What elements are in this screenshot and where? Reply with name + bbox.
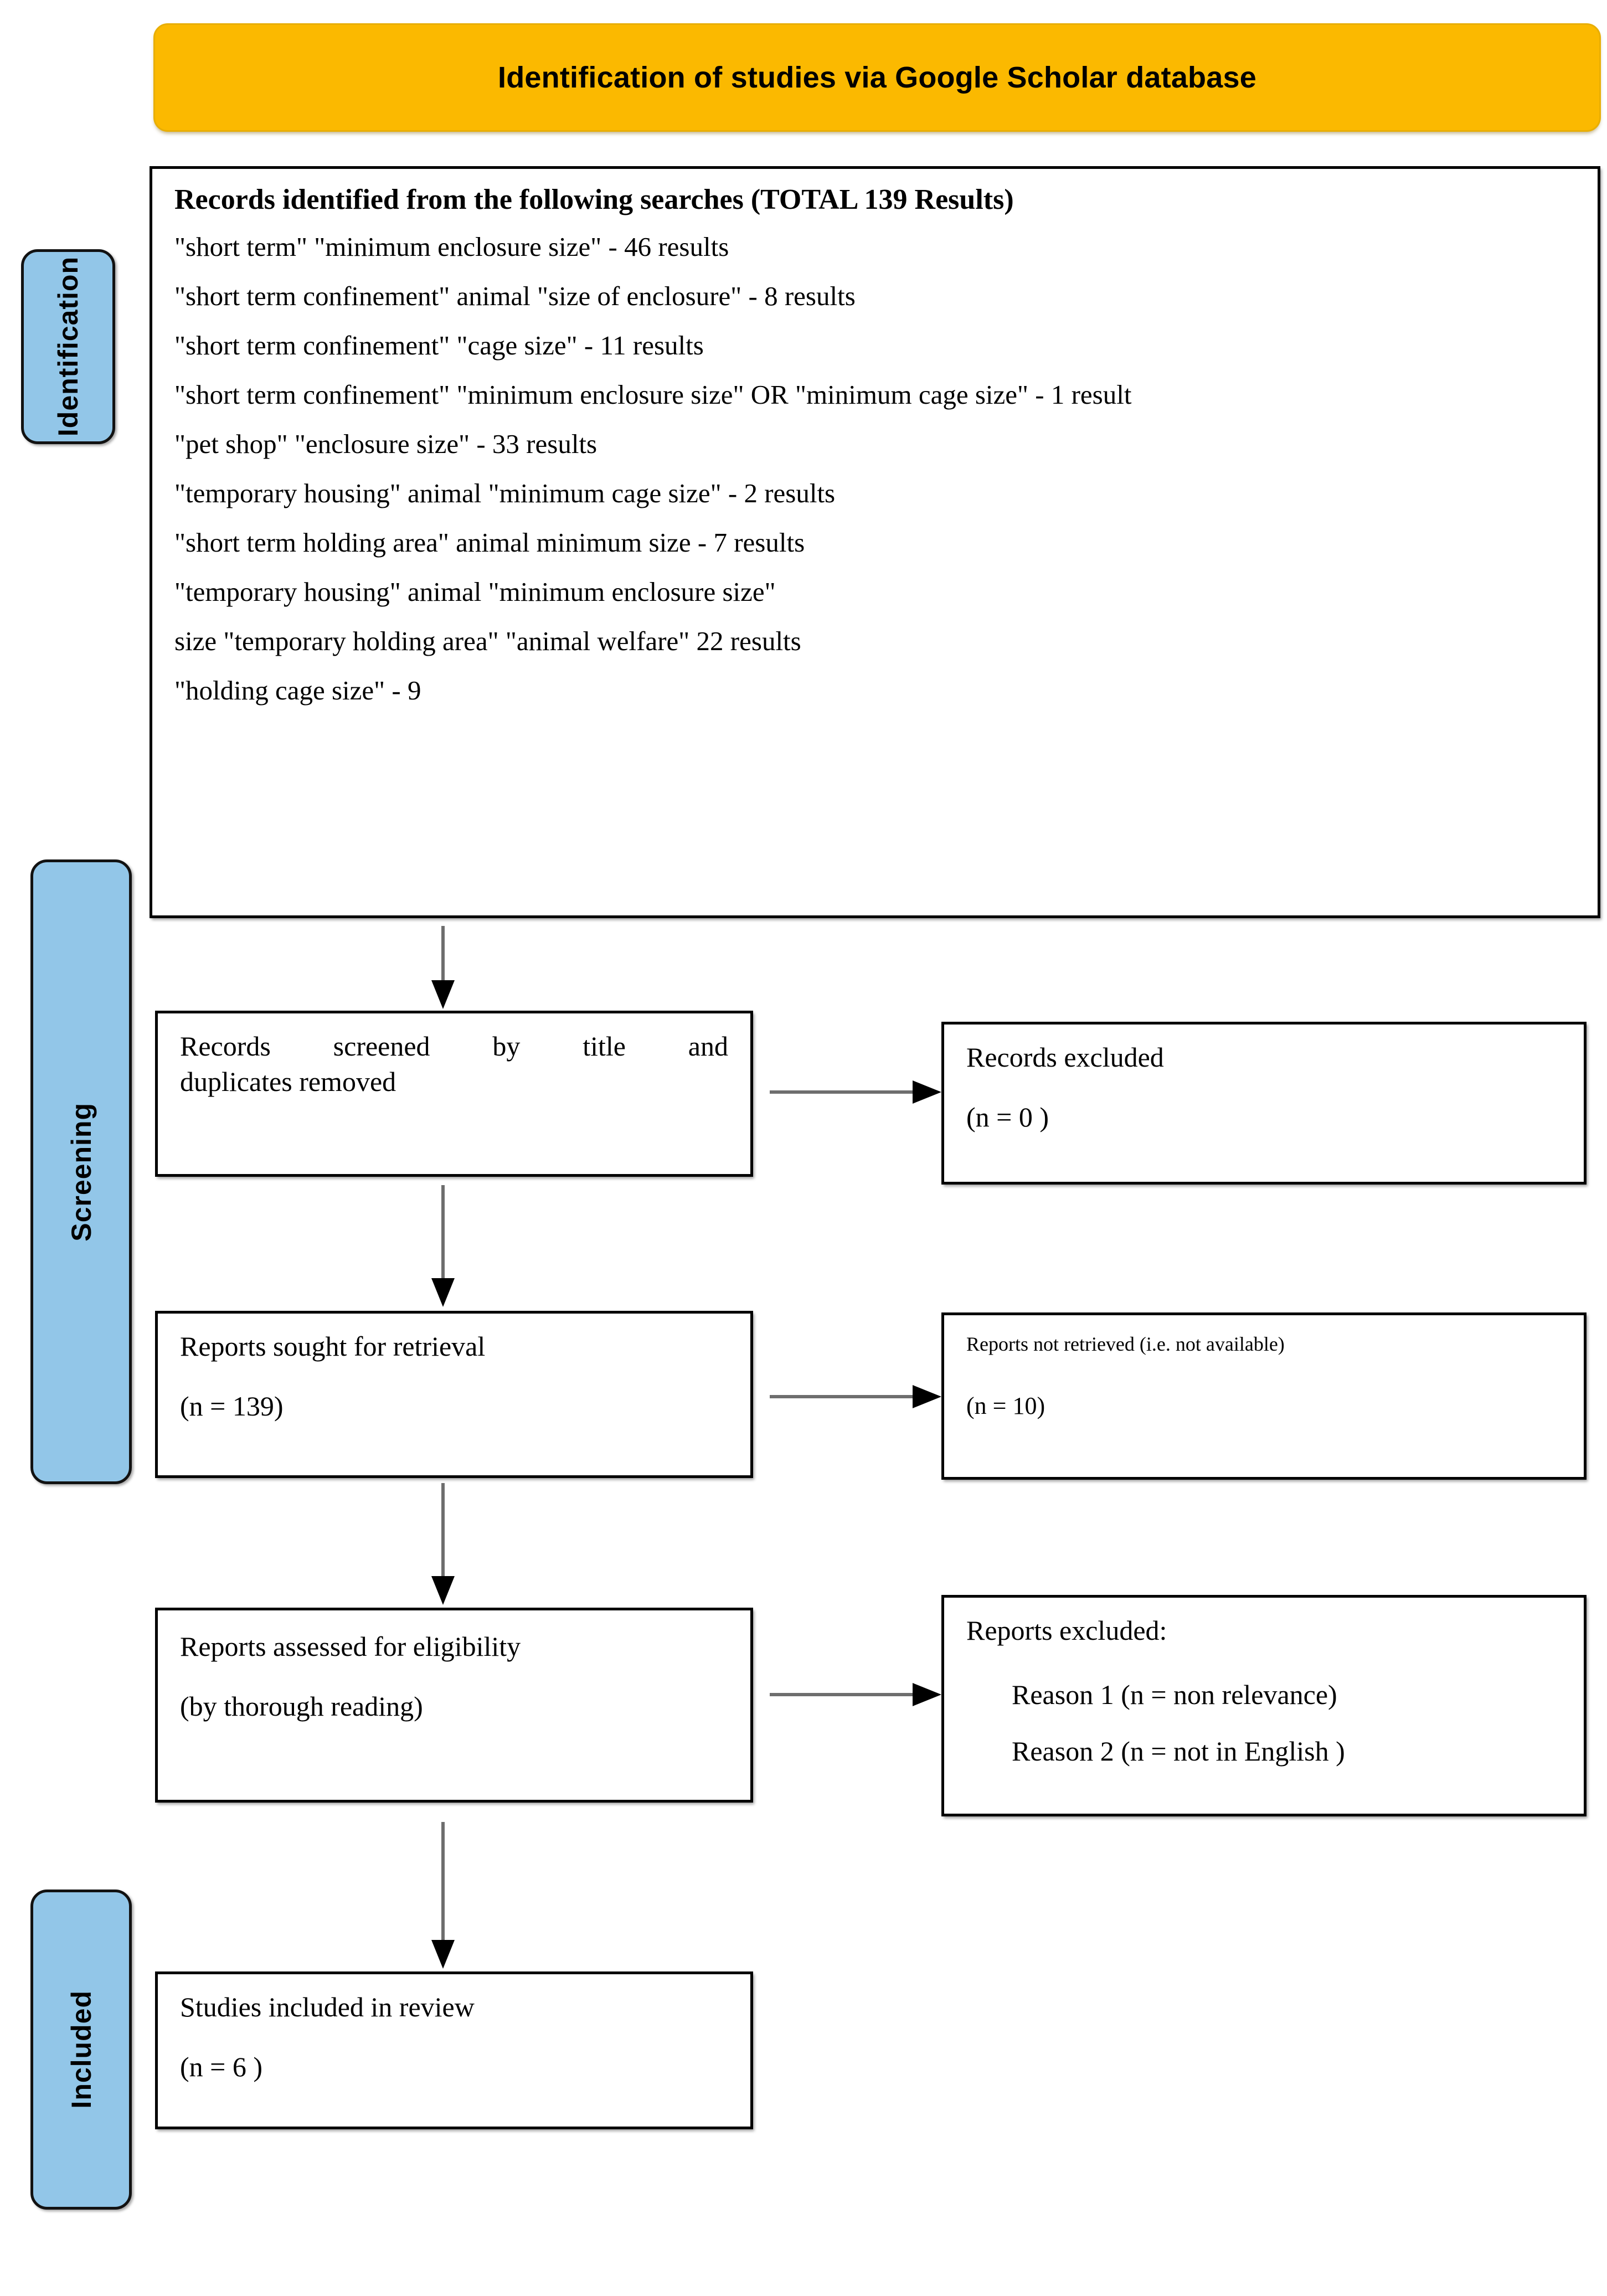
reports-sought-box: Reports sought for retrieval (n = 139) <box>155 1311 753 1478</box>
arrow-head <box>431 1576 455 1605</box>
search-query-line: "holding cage size" - 9 <box>174 675 421 706</box>
arrow-down-icon <box>426 1822 460 1969</box>
reports-excluded-reason-2: Reason 2 (n = not in English ) <box>1012 1736 1345 1767</box>
search-query-line: "short term confinement" animal "size of… <box>174 281 856 311</box>
search-query-line: "short term confinement" "cage size" - 1… <box>174 330 704 361</box>
records-excluded-box: Records excluded (n = 0 ) <box>941 1022 1587 1185</box>
records-identified-box: Records identified from the following se… <box>150 166 1600 918</box>
records-screened-line-1: Records screened by title and <box>180 1031 728 1062</box>
arrow-head <box>431 1940 455 1969</box>
stage-tab-screening: Screening <box>30 859 132 1484</box>
arrow-shaft <box>770 1090 913 1094</box>
reports-assessed-label: Reports assessed for eligibility <box>180 1631 521 1662</box>
records-excluded-label: Records excluded <box>966 1042 1164 1073</box>
stage-tab-identification: Identification <box>21 249 115 444</box>
search-query-line: "short term holding area" animal minimum… <box>174 527 805 558</box>
reports-assessed-note: (by thorough reading) <box>180 1691 423 1722</box>
arrow-shaft <box>441 1185 445 1278</box>
studies-included-box: Studies included in review (n = 6 ) <box>155 1971 753 2129</box>
reports-excluded-reason-1: Reason 1 (n = non relevance) <box>1012 1679 1337 1710</box>
reports-assessed-box: Reports assessed for eligibility (by tho… <box>155 1608 753 1803</box>
reports-not-retrieved-box: Reports not retrieved (i.e. not availabl… <box>941 1312 1587 1480</box>
stage-tab-identification-label: Identification <box>53 256 84 437</box>
studies-included-label: Studies included in review <box>180 1991 475 2022</box>
reports-not-retrieved-count: (n = 10) <box>966 1392 1045 1419</box>
arrow-head <box>431 980 455 1009</box>
reports-sought-count: (n = 139) <box>180 1391 284 1422</box>
stage-tab-included-label: Included <box>65 1990 97 2109</box>
reports-excluded-box: Reports excluded: Reason 1 (n = non rele… <box>941 1595 1587 1816</box>
records-screened-box: Records screened by title and duplicates… <box>155 1011 753 1177</box>
arrow-right-icon <box>770 1380 941 1413</box>
arrow-head <box>913 1683 941 1706</box>
arrow-shaft <box>441 1822 445 1940</box>
records-identified-heading: Records identified from the following se… <box>174 184 1014 215</box>
stage-tab-screening-label: Screening <box>65 1102 97 1242</box>
stage-tab-included: Included <box>30 1890 132 2210</box>
arrow-head <box>431 1278 455 1307</box>
records-excluded-count: (n = 0 ) <box>966 1101 1049 1132</box>
reports-sought-label: Reports sought for retrieval <box>180 1331 486 1362</box>
page-title: Identification of studies via Google Sch… <box>498 61 1256 94</box>
records-screened-line-2: duplicates removed <box>180 1066 396 1097</box>
reports-excluded-heading: Reports excluded: <box>966 1615 1167 1646</box>
arrow-down-icon <box>426 1185 460 1307</box>
studies-included-count: (n = 6 ) <box>180 2051 262 2082</box>
arrow-shaft <box>441 1483 445 1576</box>
reports-not-retrieved-label: Reports not retrieved (i.e. not availabl… <box>966 1333 1285 1355</box>
diagram-header-banner: Identification of studies via Google Sch… <box>153 23 1601 132</box>
search-query-line: "short term confinement" "minimum enclos… <box>174 379 1132 410</box>
arrow-shaft <box>770 1693 913 1696</box>
search-query-line: "pet shop" "enclosure size" - 33 results <box>174 429 598 459</box>
arrow-right-icon <box>770 1075 941 1109</box>
search-query-line: "short term" "minimum enclosure size" - … <box>174 231 729 262</box>
arrow-down-icon <box>426 926 460 1009</box>
arrow-shaft <box>441 926 445 980</box>
arrow-shaft <box>770 1395 913 1398</box>
arrow-right-icon <box>770 1678 941 1711</box>
arrow-head <box>913 1385 941 1408</box>
arrow-down-icon <box>426 1483 460 1605</box>
search-query-line: "temporary housing" animal "minimum encl… <box>174 576 776 607</box>
search-query-line: size "temporary holding area" "animal we… <box>174 626 801 656</box>
arrow-head <box>913 1080 941 1104</box>
search-query-line: "temporary housing" animal "minimum cage… <box>174 478 836 508</box>
